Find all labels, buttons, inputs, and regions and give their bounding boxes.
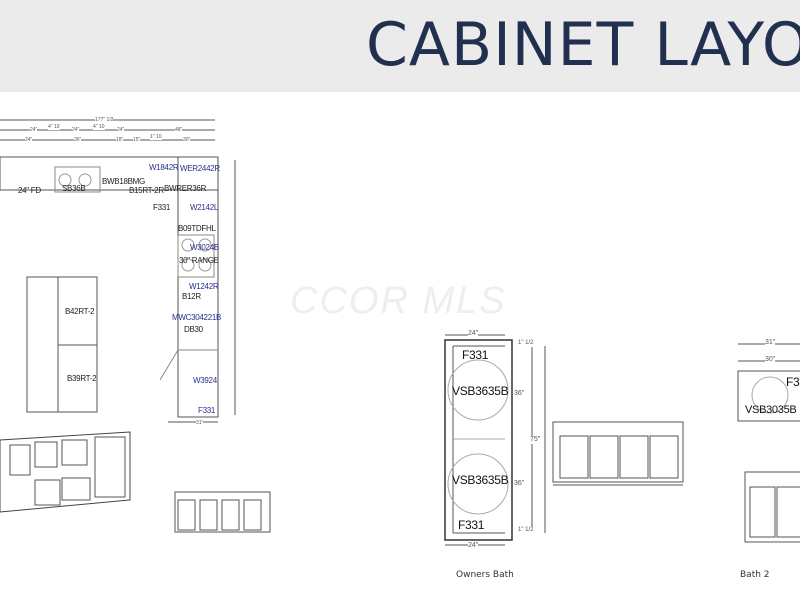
label-w1242: W1242R [189,282,219,291]
dim-upper-3: 4" 10 [93,124,105,130]
dim-lower-5: 30" [183,137,191,143]
dim-lower-0: 24" [25,137,33,143]
ob-width-bottom: 24" [468,542,479,550]
ob-f331-bottom: F331 [458,518,485,532]
label-b12: B12R [182,292,201,301]
b2-dim1: 31" [765,339,776,347]
ob-dim-a: 36" [514,390,525,398]
label-bwrer: BWRER36R [164,184,207,193]
label-w2142: W2142L [190,203,218,212]
label-f331: F331 [153,203,171,212]
bath2-caption: Bath 2 [740,570,770,580]
dim-upper-2: 24" [72,127,80,133]
ob-width-top: 24" [468,330,479,338]
label-island2: B39RT-2 [67,374,97,383]
label-w3024: W3024B [190,243,219,252]
dim-lower-2: 18" [116,137,124,143]
page-title: CABINET LAYO [366,10,800,80]
ob-dim-b: 36" [514,480,525,488]
dim-upper-1: 4" 10 [48,124,60,130]
ob-vanity1: VSB3635B [452,384,509,398]
b2-dim2: 30" [765,356,776,364]
label-range: 30" RANGE [179,256,219,265]
ob-f331-top: F331 [462,348,489,362]
ob-vanity2: VSB3635B [452,473,509,487]
label-w3924: W3924 [193,376,217,385]
dim-bottom: 31" [196,420,204,426]
dim-upper-5: 48" [175,127,183,133]
watermark: CCOR MLS [290,280,507,322]
dim-lower-1: 36" [74,137,82,143]
label-fd: 24" FD [18,186,41,195]
b2-f331: F33 [786,375,800,389]
ob-dim-d: 1" 1/2 [518,527,534,534]
dim-lower-4: 1" 10 [150,134,162,140]
label-mwc: MWC304221B [172,313,222,322]
ob-dim-c: 1" 1/2 [518,340,534,347]
dim-upper-0: 24" [30,127,38,133]
label-wer: WER2442R [180,164,220,173]
b2-vanity: VSB3035B [745,404,797,416]
ob-dim-total: 75" [530,436,541,444]
owners-bath-caption: Owners Bath [456,570,514,580]
label-f331b: F331 [198,406,216,415]
label-island1: B42RT-2 [65,307,95,316]
label-sink: SB36B [62,184,86,193]
dim-overall: 177" 1/2 [95,117,114,123]
dim-upper-4: 24" [117,127,125,133]
label-b09: B09TDFHL [178,224,216,233]
label-b15: B15RT-2R [129,186,164,195]
label-db30: DB30 [184,325,203,334]
header-band [0,0,800,92]
label-w1842: W1842R [149,163,179,172]
label-bwb: BWB18BMG [102,177,145,186]
dim-lower-3: 15" [133,137,141,143]
